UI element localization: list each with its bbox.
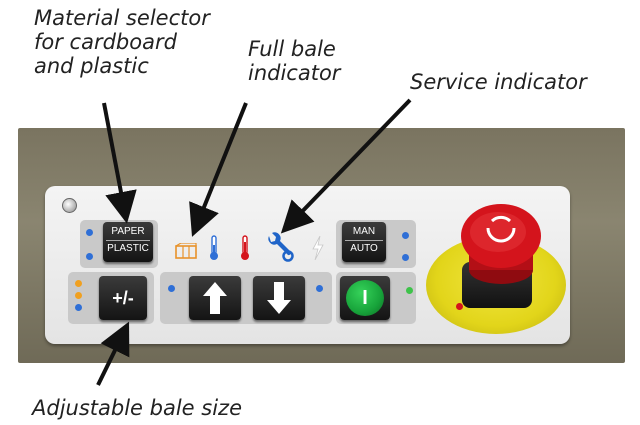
arrow-down-icon bbox=[267, 282, 291, 314]
plastic-led bbox=[86, 253, 93, 260]
lightning-icon bbox=[312, 236, 324, 260]
arrow-up-icon bbox=[203, 282, 227, 314]
material-selector-button[interactable]: PAPER PLASTIC bbox=[103, 222, 153, 262]
emergency-led bbox=[456, 303, 463, 310]
start-button-face: I bbox=[346, 280, 384, 316]
wrench-icon bbox=[268, 232, 294, 262]
down-led bbox=[316, 285, 323, 292]
man-label: MAN bbox=[345, 224, 383, 241]
emergency-stop-icon[interactable] bbox=[458, 198, 544, 288]
start-led bbox=[406, 287, 413, 294]
thermometer-red-icon bbox=[241, 235, 249, 260]
full-bale-arrow bbox=[189, 102, 248, 237]
up-button[interactable] bbox=[189, 276, 241, 320]
plastic-label: PLASTIC bbox=[107, 243, 149, 254]
cardboard-icon bbox=[175, 243, 197, 259]
bale-size-led-1 bbox=[75, 280, 82, 287]
bale-size-button-label: +/- bbox=[112, 288, 134, 308]
material-selector-callout: Material selector for cardboard and plas… bbox=[34, 6, 210, 78]
down-button[interactable] bbox=[253, 276, 305, 320]
auto-led bbox=[402, 254, 409, 261]
full-bale-callout: Full bale indicator bbox=[248, 37, 341, 85]
bale-size-led-2 bbox=[75, 292, 82, 299]
bale-size-button[interactable]: +/- bbox=[99, 276, 147, 320]
mode-selector-button[interactable]: MAN AUTO bbox=[342, 222, 386, 262]
man-led bbox=[402, 232, 409, 239]
bale-size-callout: Adjustable bale size bbox=[32, 396, 242, 420]
bale-size-led-3 bbox=[75, 304, 82, 311]
auto-label: AUTO bbox=[350, 243, 378, 254]
paper-label: PAPER bbox=[106, 224, 150, 241]
bale-size-arrow bbox=[96, 321, 130, 386]
start-button[interactable]: I bbox=[340, 276, 390, 320]
up-led bbox=[168, 285, 175, 292]
material-selector-arrow bbox=[102, 102, 137, 224]
paper-led bbox=[86, 229, 93, 236]
service-indicator-arrow bbox=[280, 98, 412, 234]
screw-icon bbox=[62, 198, 77, 213]
thermometer-blue-icon bbox=[210, 235, 218, 260]
start-symbol: I bbox=[362, 287, 368, 309]
service-indicator-callout: Service indicator bbox=[410, 70, 587, 94]
